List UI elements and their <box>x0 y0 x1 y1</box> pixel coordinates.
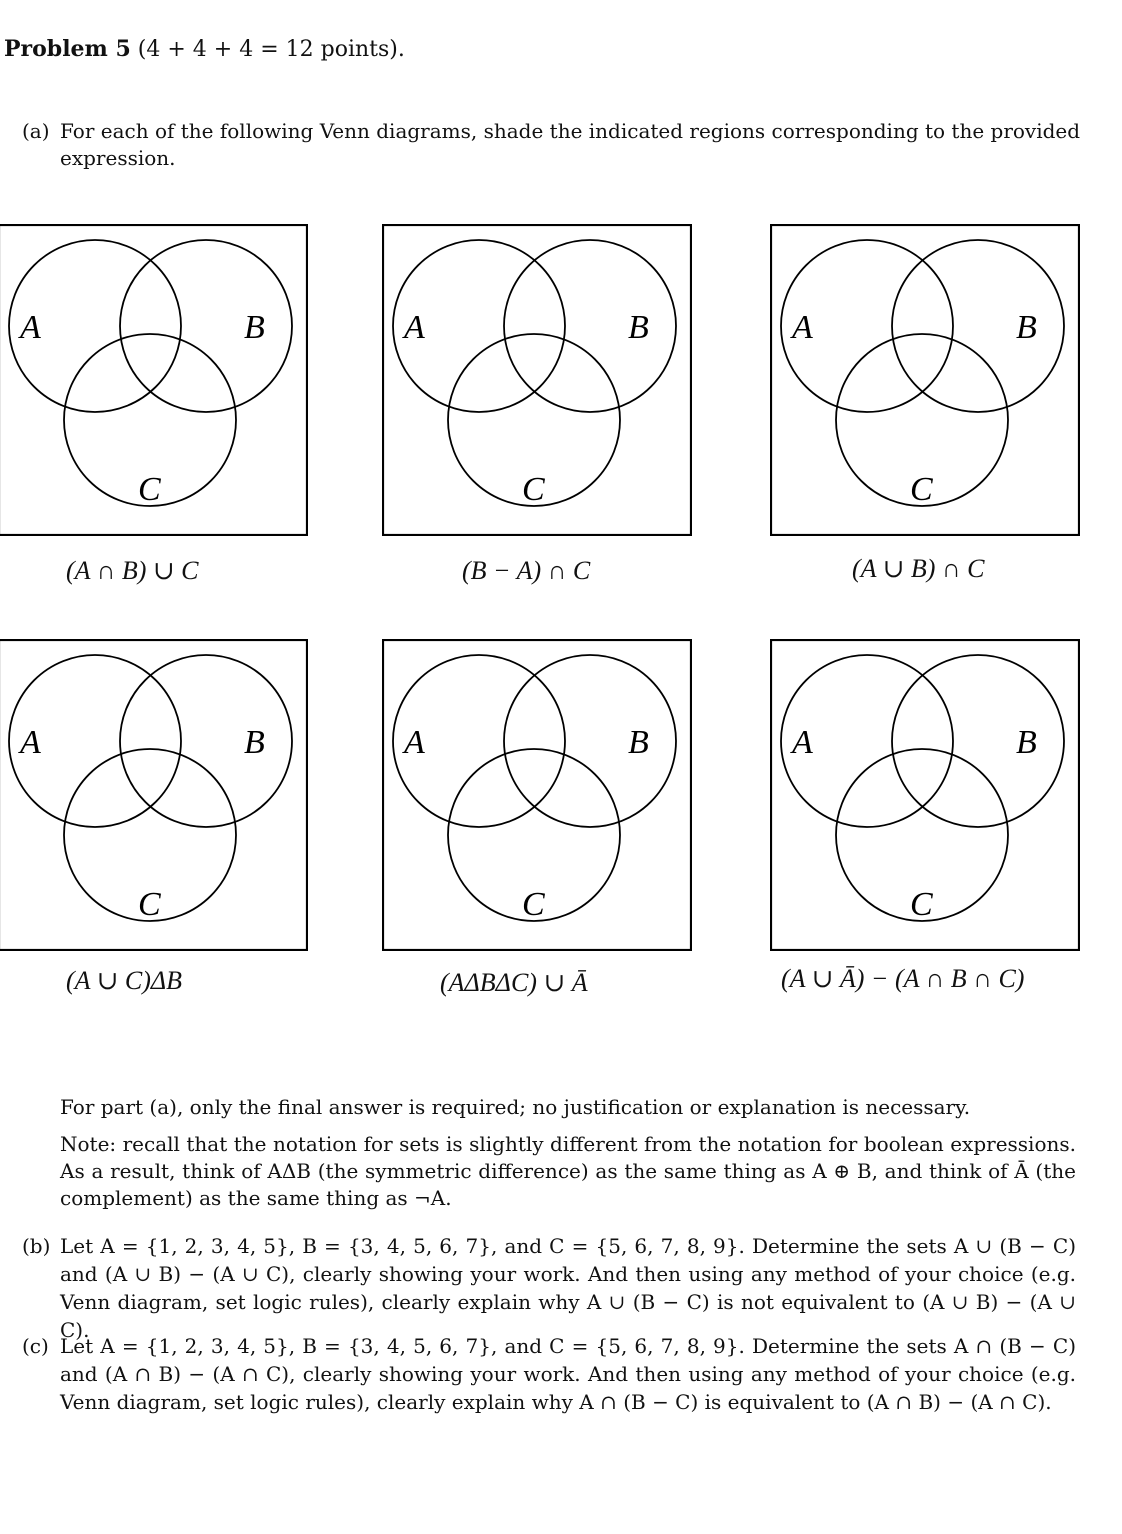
circle-b[interactable] <box>891 239 1065 413</box>
problem-title: Problem 5 (4 + 4 + 4 = 12 points). <box>4 36 405 62</box>
set-label-b: B <box>628 309 649 346</box>
circle-c[interactable] <box>63 333 237 507</box>
set-label-c: C <box>522 886 545 923</box>
set-label-a: A <box>402 309 425 346</box>
expression-3: (A ∪ B) ∩ C <box>852 554 985 583</box>
circle-b[interactable] <box>503 239 677 413</box>
circle-a[interactable] <box>8 654 182 828</box>
set-label-c: C <box>910 471 933 508</box>
part-b-label: (b) <box>22 1234 51 1258</box>
set-label-a: A <box>402 724 425 761</box>
circle-b[interactable] <box>119 654 293 828</box>
part-a-text: For each of the following Venn diagrams,… <box>60 119 1081 170</box>
expression-6: (A ∪ Ā) − (A ∩ B ∩ C) <box>781 964 1025 993</box>
set-label-a: A <box>18 724 41 761</box>
circle-a[interactable] <box>392 654 566 828</box>
venn-diagram-4[interactable]: A B C <box>0 639 308 951</box>
universe-box <box>382 224 692 536</box>
universe-box <box>382 639 692 951</box>
venn-diagram-2[interactable]: A B C <box>382 224 692 536</box>
problem-points: (4 + 4 + 4 = 12 points). <box>137 37 405 62</box>
part-a-label: (a) <box>22 119 50 143</box>
venn-diagram-3[interactable]: A B C <box>770 224 1080 536</box>
universe-box <box>770 224 1080 536</box>
part-a-intro: (a) For each of the following Venn diagr… <box>22 118 1082 172</box>
circle-c[interactable] <box>447 333 621 507</box>
circle-c[interactable] <box>447 748 621 922</box>
set-label-c: C <box>138 471 161 508</box>
set-label-a: A <box>18 309 41 346</box>
venn-diagram-6[interactable]: A B C <box>770 639 1080 951</box>
expression-5: (AΔBΔC) ∪ Ā <box>440 968 588 997</box>
set-label-b: B <box>628 724 649 761</box>
venn-diagram-1[interactable]: A B C <box>0 224 308 536</box>
notation-note: Note: recall that the notation for sets … <box>60 1132 1076 1210</box>
part-c-text: Let A = {1, 2, 3, 4, 5}, B = {3, 4, 5, 6… <box>60 1334 1076 1414</box>
part-b-text: Let A = {1, 2, 3, 4, 5}, B = {3, 4, 5, 6… <box>60 1234 1076 1342</box>
part-c-label: (c) <box>22 1334 49 1358</box>
expression-2: (B − A) ∩ C <box>462 556 591 585</box>
set-label-b: B <box>244 724 265 761</box>
circle-a[interactable] <box>8 239 182 413</box>
problem-heading: Problem 5 <box>4 36 131 62</box>
universe-box <box>0 224 308 536</box>
venn-diagram-5[interactable]: A B C <box>382 639 692 951</box>
set-label-a: A <box>790 309 813 346</box>
circle-b[interactable] <box>891 654 1065 828</box>
set-label-b: B <box>244 309 265 346</box>
universe-box <box>770 639 1080 951</box>
circle-c[interactable] <box>835 333 1009 507</box>
set-label-a: A <box>790 724 813 761</box>
circle-a[interactable] <box>392 239 566 413</box>
circle-b[interactable] <box>503 654 677 828</box>
set-label-b: B <box>1016 724 1037 761</box>
part-c: (c) Let A = {1, 2, 3, 4, 5}, B = {3, 4, … <box>22 1332 1076 1416</box>
circle-a[interactable] <box>780 654 954 828</box>
set-label-c: C <box>910 886 933 923</box>
circle-a[interactable] <box>780 239 954 413</box>
expression-4: (A ∪ C)ΔB <box>66 966 182 995</box>
expression-1: (A ∩ B) ∪ C <box>66 556 199 585</box>
part-b: (b) Let A = {1, 2, 3, 4, 5}, B = {3, 4, … <box>22 1232 1076 1344</box>
set-label-c: C <box>522 471 545 508</box>
circle-c[interactable] <box>835 748 1009 922</box>
universe-box <box>0 639 308 951</box>
set-label-b: B <box>1016 309 1037 346</box>
circle-c[interactable] <box>63 748 237 922</box>
circle-b[interactable] <box>119 239 293 413</box>
set-label-c: C <box>138 886 161 923</box>
final-answer-note: For part (a), only the final answer is r… <box>60 1095 971 1119</box>
